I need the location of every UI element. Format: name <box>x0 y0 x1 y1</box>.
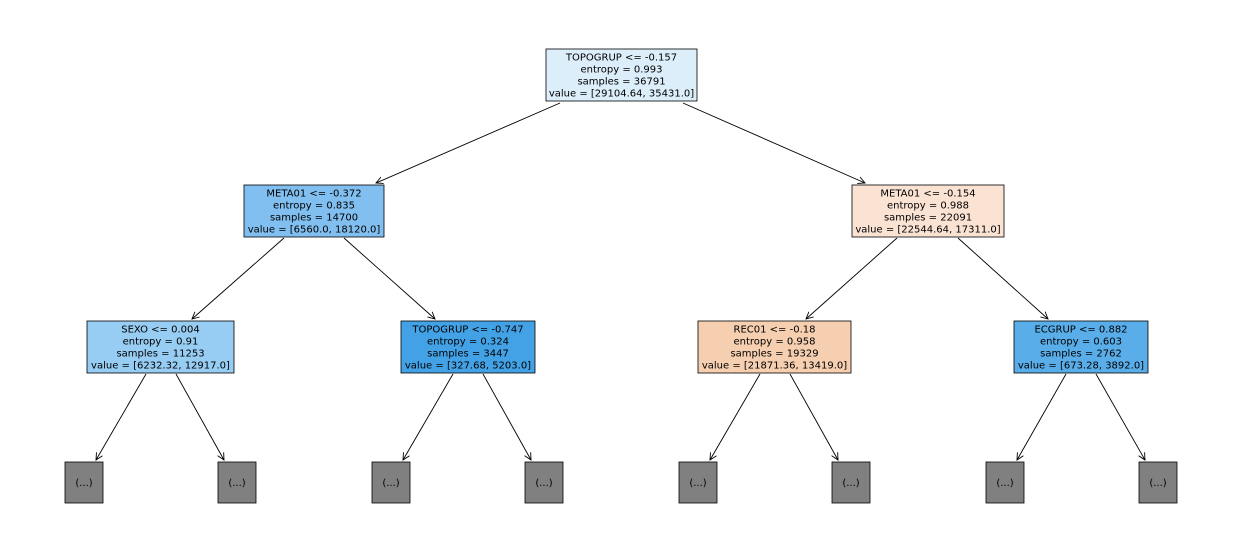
edge-root-to-right_split <box>682 102 865 183</box>
node-box-rl <box>697 320 852 374</box>
edge-right_split-to-rr <box>957 237 1048 319</box>
node-text-root-line-2: samples = 36791 <box>577 77 665 88</box>
node-text-root-line-3: value = [29104.64, 35431.0] <box>549 89 694 100</box>
node-text-left_split-line-1: entropy = 0.835 <box>273 201 355 212</box>
node-text-right_split-line-0: META01 <= -0.154 <box>880 189 975 200</box>
truncated-leaf-ll-b: (...) <box>217 461 257 504</box>
node-text-left_split-line-2: samples = 14700 <box>270 213 358 224</box>
node-text-rl-line-2: samples = 19329 <box>730 349 818 360</box>
truncated-label-ll-a: (...) <box>75 478 92 489</box>
edge-rl-to-rl-a <box>710 373 761 460</box>
node-box-right_split <box>851 184 1005 238</box>
truncated-label-lr-a: (...) <box>382 478 399 489</box>
truncated-label-rr-b: (...) <box>1149 478 1166 489</box>
truncated-label-rl-a: (...) <box>689 478 706 489</box>
node-text-left_split-line-3: value = [6560.0, 18120.0] <box>248 225 381 236</box>
truncated-leaf-rl-b: (...) <box>831 461 871 504</box>
truncated-box-lr-b <box>524 461 564 504</box>
edge-left_split-to-lr <box>343 237 435 319</box>
node-text-lr-line-3: value = [327.68, 5203.0] <box>405 361 531 372</box>
node-text-lr-line-0: TOPOGRUP <= -0.747 <box>411 325 523 336</box>
truncated-leaf-rl-a: (...) <box>678 461 718 504</box>
edge-root-to-left_split <box>376 102 561 183</box>
edge-left_split-to-ll <box>192 237 285 319</box>
truncated-box-ll-b <box>217 461 257 504</box>
node-text-rr-line-1: entropy = 0.603 <box>1040 337 1122 348</box>
node-text-root-line-0: TOPOGRUP <= -0.157 <box>565 53 677 64</box>
node-box-ll <box>86 320 235 374</box>
truncated-label-lr-b: (...) <box>535 478 552 489</box>
node-box-rr <box>1013 320 1149 374</box>
node-box-lr <box>400 320 536 374</box>
truncated-box-rl-b <box>831 461 871 504</box>
edge-rr-to-rr-a <box>1017 373 1067 460</box>
node-text-right_split-line-2: samples = 22091 <box>884 213 972 224</box>
truncated-leaf-rr-a: (...) <box>985 461 1025 504</box>
node-text-rr-line-3: value = [673.28, 3892.0] <box>1018 361 1144 372</box>
truncated-box-lr-a <box>371 461 411 504</box>
edge-lr-to-lr-a <box>403 373 454 460</box>
tree-edges <box>96 102 1145 460</box>
truncated-label-rr-a: (...) <box>996 478 1013 489</box>
node-text-left_split-line-0: META01 <= -0.372 <box>266 189 361 200</box>
node-text-rl-line-0: REC01 <= -0.18 <box>734 325 816 336</box>
truncated-box-rr-a <box>985 461 1025 504</box>
node-text-rl-line-3: value = [21871.36, 13419.0] <box>702 361 847 372</box>
truncated-leaf-rr-b: (...) <box>1138 461 1178 504</box>
edge-ll-to-ll-b <box>175 373 224 460</box>
node-text-rl-line-1: entropy = 0.958 <box>733 337 815 348</box>
truncated-box-ll-a <box>64 461 104 504</box>
node-text-right_split-line-3: value = [22544.64, 17311.0] <box>855 225 1000 236</box>
node-text-ll-line-0: SEXO <= 0.004 <box>121 325 200 336</box>
edge-rl-to-rl-b <box>789 373 838 460</box>
truncated-label-ll-b: (...) <box>228 478 245 489</box>
truncated-leaf-ll-a: (...) <box>64 461 104 504</box>
truncated-leaf-lr-a: (...) <box>371 461 411 504</box>
node-text-ll-line-3: value = [6232.32, 12917.0] <box>91 361 230 372</box>
edge-right_split-to-rl <box>806 237 898 319</box>
edge-lr-to-lr-b <box>482 373 531 460</box>
node-text-ll-line-1: entropy = 0.91 <box>123 337 199 348</box>
truncated-label-rl-b: (...) <box>842 478 859 489</box>
node-text-lr-line-2: samples = 3447 <box>427 349 509 360</box>
truncated-box-rr-b <box>1138 461 1178 504</box>
node-text-ll-line-2: samples = 11253 <box>116 349 204 360</box>
node-text-rr-line-0: ECGRUP <= 0.882 <box>1034 325 1127 336</box>
node-text-lr-line-1: entropy = 0.324 <box>427 337 509 348</box>
edge-rr-to-rr-b <box>1095 373 1145 460</box>
node-text-right_split-line-1: entropy = 0.988 <box>887 201 969 212</box>
truncated-box-rl-a <box>678 461 718 504</box>
node-text-root-line-1: entropy = 0.993 <box>580 65 662 76</box>
truncated-leaf-lr-b: (...) <box>524 461 564 504</box>
node-text-rr-line-2: samples = 2762 <box>1040 349 1122 360</box>
node-box-root <box>545 48 698 102</box>
edge-ll-to-ll-a <box>96 373 147 460</box>
node-box-left_split <box>243 184 385 238</box>
